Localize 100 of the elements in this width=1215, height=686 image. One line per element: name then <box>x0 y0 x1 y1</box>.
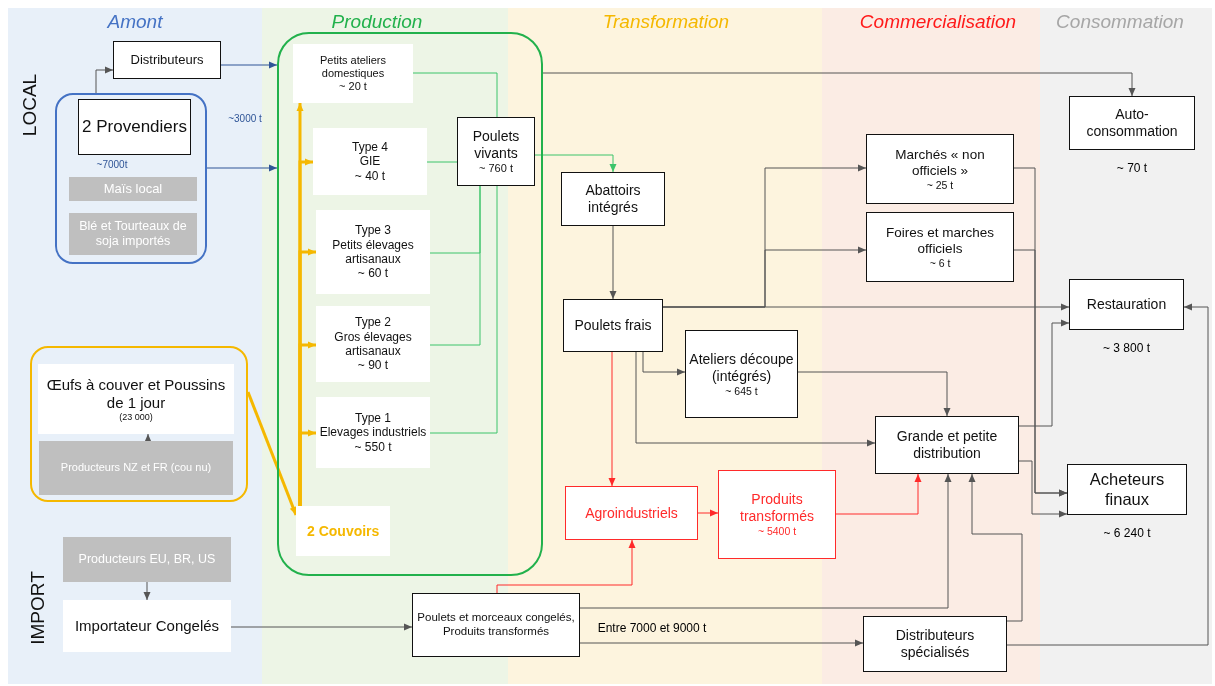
source-box <box>69 177 197 201</box>
process-box <box>316 397 430 468</box>
quantity-label: ~ 3 800 t <box>1103 341 1150 355</box>
node-sublabel: GIE <box>358 154 382 169</box>
node-label: Restauration <box>1085 296 1168 313</box>
column-title: Amont <box>107 11 163 33</box>
arrow <box>1006 303 1209 646</box>
node-sublabel: Gros élevages artisanaux <box>333 329 413 359</box>
arrow <box>1018 319 1070 427</box>
node-sublabel: Elevages industriels <box>318 425 428 440</box>
column-title: Commercialisation <box>859 11 1017 33</box>
node-label: Œufs à couver et Poussins de 1 jour <box>45 375 227 412</box>
arrow <box>534 154 617 173</box>
arrow <box>642 351 686 376</box>
process-box <box>1069 279 1184 330</box>
process-box <box>316 210 430 294</box>
process-box <box>685 330 798 418</box>
node-label: Poulets et morceaux congelés, Produits transformés <box>416 611 576 639</box>
node-label: Marchés « non officiels » <box>894 146 986 179</box>
row-label: IMPORT <box>27 571 49 645</box>
quantity-label: ~ 6 240 t <box>1103 526 1151 540</box>
column-title: Consommation <box>1056 11 1184 33</box>
node-sublabel: ~ 90 t <box>356 358 390 373</box>
node-sublabel: (23 000) <box>118 411 154 423</box>
process-box <box>78 99 191 155</box>
node-label: 2 Provendiers <box>81 116 188 138</box>
edge-label: Entre 7000 et 9000 t <box>597 621 707 635</box>
node-sublabel: ~ 60 t <box>356 266 390 281</box>
node-label: Produits transformés <box>739 491 815 525</box>
process-box <box>1067 464 1187 515</box>
node-sublabel: ~ 5400 t <box>756 525 798 538</box>
group-frame <box>277 32 543 576</box>
arrow <box>1018 460 1068 518</box>
quantity-label: ~7000t <box>96 158 128 170</box>
arrow <box>496 539 636 594</box>
node-label: Ateliers découpe (intégrés) <box>688 350 795 385</box>
node-label: Producteurs EU, BR, US <box>77 552 217 567</box>
node-label: Type 1 <box>354 410 392 426</box>
arrow <box>579 639 864 647</box>
arrow <box>230 623 413 631</box>
node-label: Abattoirs intégrés <box>584 182 642 216</box>
process-box <box>313 128 427 195</box>
process-box <box>1069 96 1195 150</box>
process-box <box>718 470 836 559</box>
source-box <box>69 213 197 255</box>
node-label: Type 4 <box>351 139 389 155</box>
arrow <box>206 164 278 172</box>
node-label: Type 2 <box>354 315 392 330</box>
arrow <box>635 351 876 447</box>
node-sublabel: ~ 550 t <box>353 439 393 455</box>
process-box <box>875 416 1019 474</box>
node-sublabel: ~ 20 t <box>338 80 368 94</box>
node-label: Agroindustriels <box>584 504 679 522</box>
arrow <box>1013 249 1068 497</box>
source-box <box>63 537 231 582</box>
arrow <box>608 351 616 487</box>
process-box <box>412 593 580 657</box>
node-sublabel: ~ 40 t <box>353 168 387 184</box>
node-label: Maïs local <box>102 181 164 197</box>
node-sublabel: ~ 760 t <box>478 161 514 175</box>
node-label: Distributeurs spécialisés <box>894 627 976 661</box>
row-label: LOCAL <box>19 73 41 137</box>
arrow <box>542 72 1136 97</box>
process-box <box>316 306 430 382</box>
arrow <box>662 303 1070 311</box>
node-label: Importateur Congelés <box>73 617 221 635</box>
node-label: Foires et marches officiels <box>884 224 995 257</box>
arrow <box>579 473 952 609</box>
arrow <box>835 473 922 515</box>
process-box <box>565 486 698 540</box>
arrow <box>246 391 298 516</box>
node-label: Acheteurs finaux <box>1088 469 1166 510</box>
node-label: Auto-consommation <box>1085 106 1179 140</box>
arrow <box>298 429 316 506</box>
process-box <box>38 364 234 434</box>
process-box <box>457 117 535 186</box>
group-frame <box>30 346 248 502</box>
arrow <box>797 371 951 417</box>
node-label: Distributeurs <box>129 52 205 68</box>
arrow <box>609 225 617 300</box>
arrow <box>220 61 278 69</box>
node-sublabel: Petits élevages artisanaux <box>331 237 415 267</box>
process-box <box>296 506 390 556</box>
arrow <box>697 509 719 517</box>
process-box <box>293 44 413 103</box>
column-title: Production <box>331 11 423 33</box>
process-box <box>866 212 1014 282</box>
process-box <box>866 134 1014 204</box>
node-label: Grande et petite distribution <box>895 428 999 462</box>
quantity-label: ~ 70 t <box>1116 161 1148 175</box>
arrow <box>95 66 114 94</box>
process-box <box>863 616 1007 672</box>
arrow <box>144 433 152 442</box>
node-label: Blé et Tourteaux de soja importés <box>78 219 188 249</box>
arrow <box>968 473 1023 622</box>
group-frame <box>55 93 207 264</box>
source-box <box>39 441 233 495</box>
arrow <box>143 581 151 601</box>
process-box <box>63 600 231 652</box>
process-box <box>563 299 663 352</box>
